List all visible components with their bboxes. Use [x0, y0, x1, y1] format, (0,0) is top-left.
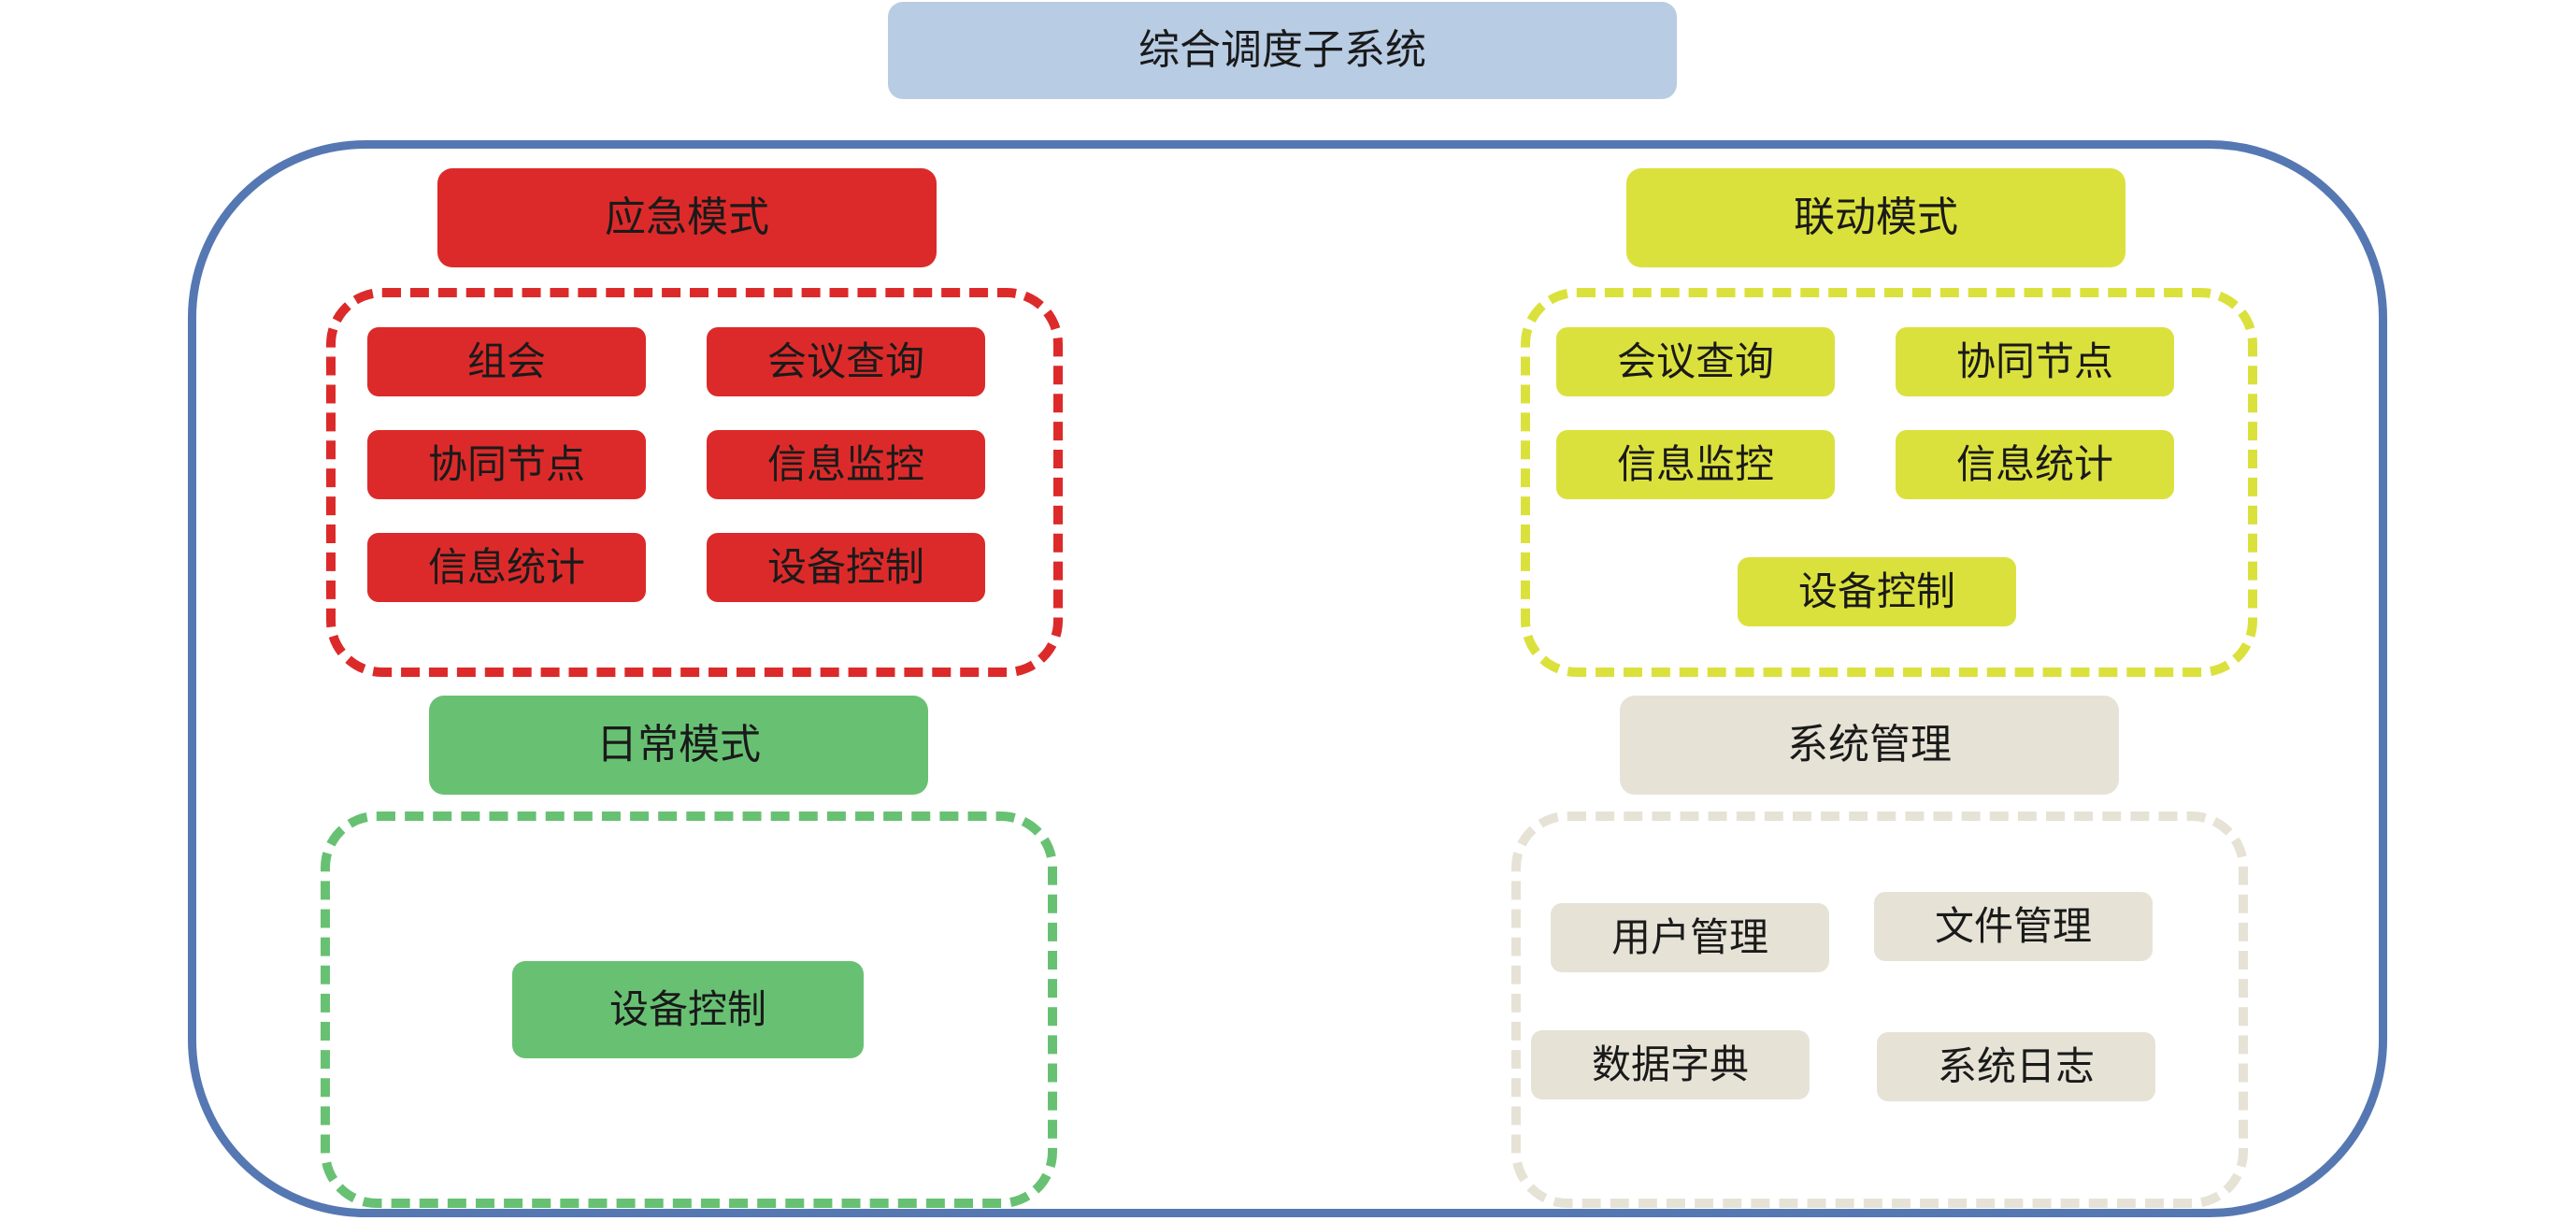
diagram-title: 综合调度子系统	[888, 2, 1677, 99]
linkage-mode-frame	[1521, 288, 2257, 677]
daily-mode-header: 日常模式	[429, 696, 928, 795]
emergency-mode-header: 应急模式	[437, 168, 937, 267]
linkage-item: 信息统计	[1896, 430, 2174, 499]
system-item: 用户管理	[1551, 903, 1829, 972]
system-boundary	[188, 140, 2387, 1217]
emergency-item: 组会	[367, 327, 646, 396]
system-management-header: 系统管理	[1620, 696, 2119, 795]
system-item: 文件管理	[1874, 892, 2153, 961]
linkage-item: 信息监控	[1556, 430, 1835, 499]
system-item: 数据字典	[1531, 1030, 1810, 1099]
linkage-item: 设备控制	[1738, 557, 2016, 626]
system-management-frame	[1511, 812, 2248, 1208]
system-item: 系统日志	[1877, 1032, 2155, 1101]
daily-item: 设备控制	[512, 961, 864, 1058]
linkage-item: 协同节点	[1896, 327, 2174, 396]
emergency-item: 协同节点	[367, 430, 646, 499]
linkage-mode-header: 联动模式	[1626, 168, 2125, 267]
emergency-item: 信息统计	[367, 533, 646, 602]
emergency-item: 信息监控	[707, 430, 985, 499]
daily-mode-frame	[321, 812, 1057, 1208]
linkage-item: 会议查询	[1556, 327, 1835, 396]
emergency-mode-frame	[326, 288, 1063, 677]
emergency-item: 设备控制	[707, 533, 985, 602]
emergency-item: 会议查询	[707, 327, 985, 396]
